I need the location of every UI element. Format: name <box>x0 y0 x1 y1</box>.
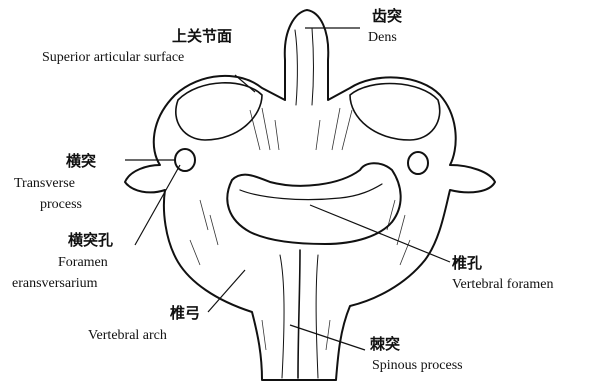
spinous-process-label-zh: 棘突 <box>370 336 400 353</box>
superior-articular-surface-label-en: Superior articular surface <box>42 50 184 66</box>
foramen-transversarium-right <box>408 152 428 174</box>
superior-articular-surface-label-zh: 上关节面 <box>172 28 232 45</box>
dens-label-zh: 齿突 <box>372 8 402 25</box>
articular-surface-right <box>350 84 440 140</box>
foramen-transversarium-label-en-2: eransversarium <box>12 276 98 292</box>
foramen-transversarium-label-en-1: Foramen <box>58 255 108 271</box>
vertebral-arch-label-en: Vertebral arch <box>88 328 167 344</box>
transverse-process-label-en-1: Transverse <box>14 176 75 192</box>
dens-label-en: Dens <box>368 30 397 46</box>
spinous-process-midline <box>298 250 300 378</box>
vertebral-arch-label-zh: 椎弓 <box>170 305 200 322</box>
transverse-process-label-zh: 横突 <box>66 153 96 170</box>
spinous-process-label-en: Spinous process <box>372 358 463 374</box>
transverse-process-label-en-2: process <box>40 197 82 213</box>
foramen-transversarium-label-zh: 横突孔 <box>68 232 113 249</box>
vertebral-foramen-label-en: Vertebral foramen <box>452 277 553 293</box>
vertebral-foramen-label-zh: 椎孔 <box>452 255 482 272</box>
articular-surface-left <box>176 83 262 140</box>
